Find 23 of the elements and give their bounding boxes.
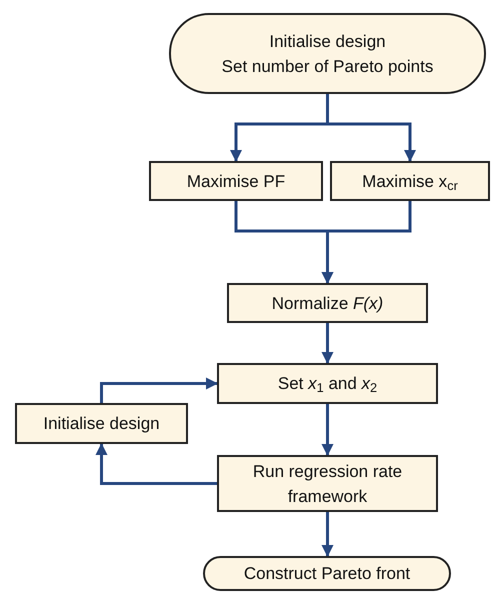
- node-label: Normalize F(x): [270, 292, 384, 314]
- arrow: [100, 378, 218, 403]
- arrow: [96, 443, 217, 485]
- node-label: Set x$_{1}$ and x$_{2}$: [276, 373, 378, 396]
- process-box: [217, 455, 438, 512]
- node-label: Run regression rate framework: [252, 460, 404, 508]
- arrow: [322, 323, 334, 364]
- arrow: [326, 94, 416, 162]
- node-label: Initialise design: [42, 413, 161, 435]
- node-label: Maximise x$_{cr}$: [361, 170, 459, 194]
- arrow: [322, 404, 334, 456]
- process-box: [217, 363, 438, 404]
- terminal-shape: [203, 556, 451, 591]
- node-label: Maximise PF: [186, 170, 286, 192]
- arrow: [322, 201, 412, 284]
- process-box: [15, 403, 188, 444]
- arrow: [322, 512, 334, 557]
- node-label: Initialise design: [268, 30, 387, 52]
- process-box: [330, 161, 490, 201]
- process-box: [149, 161, 323, 201]
- node-label: Set number of Pareto points: [220, 56, 434, 78]
- process-box: [227, 283, 428, 323]
- node-label: Construct Pareto front: [242, 563, 412, 585]
